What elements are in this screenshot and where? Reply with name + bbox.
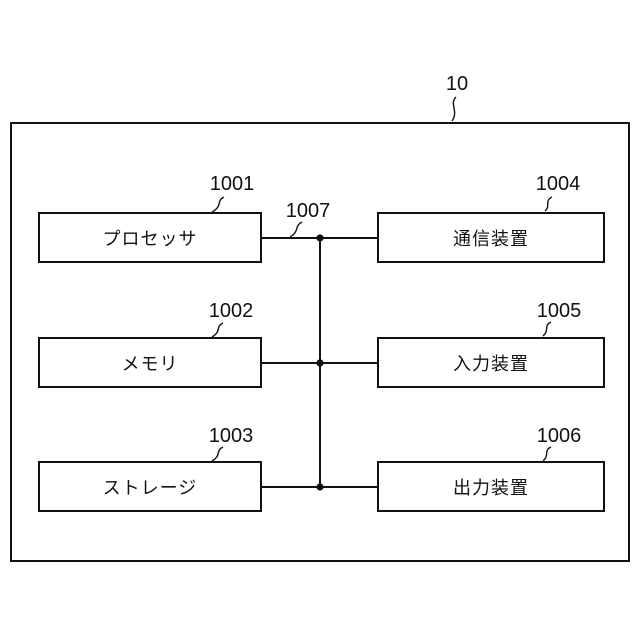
bus-junction-dot-1 [316, 234, 324, 242]
bus-junction-dot-3 [316, 483, 324, 491]
ref-label-processor: 1001 [209, 173, 255, 195]
ref-label-memory: 1002 [208, 300, 254, 322]
leader-line-1002 [211, 322, 224, 338]
ref-label-system: 10 [445, 73, 469, 95]
block-output-device: 出力装置 [377, 461, 605, 512]
ref-label-bus: 1007 [285, 200, 331, 222]
leader-line-10 [451, 96, 457, 122]
block-processor: プロセッサ [38, 212, 262, 263]
ref-label-output: 1006 [536, 425, 582, 447]
block-storage: ストレージ [38, 461, 262, 512]
block-memory: メモリ [38, 337, 262, 388]
leader-line-1003 [211, 446, 224, 462]
block-input-device: 入力装置 [377, 337, 605, 388]
block-processor-label: プロセッサ [102, 228, 198, 249]
bus-junction-dot-2 [316, 359, 324, 367]
ref-label-input: 1005 [536, 300, 582, 322]
leader-line-1005 [542, 321, 552, 337]
leader-line-1001 [211, 196, 225, 213]
block-input-device-label: 入力装置 [453, 353, 529, 374]
block-communication-device: 通信装置 [377, 212, 605, 263]
block-storage-label: ストレージ [102, 477, 198, 498]
block-communication-device-label: 通信装置 [453, 228, 529, 249]
block-output-device-label: 出力装置 [453, 477, 529, 498]
ref-label-storage: 1003 [208, 425, 254, 447]
leader-line-1006 [542, 446, 552, 462]
leader-line-1004 [544, 196, 553, 212]
leader-line-1007 [289, 221, 303, 238]
block-memory-label: メモリ [121, 353, 179, 374]
ref-label-communication: 1004 [535, 173, 581, 195]
